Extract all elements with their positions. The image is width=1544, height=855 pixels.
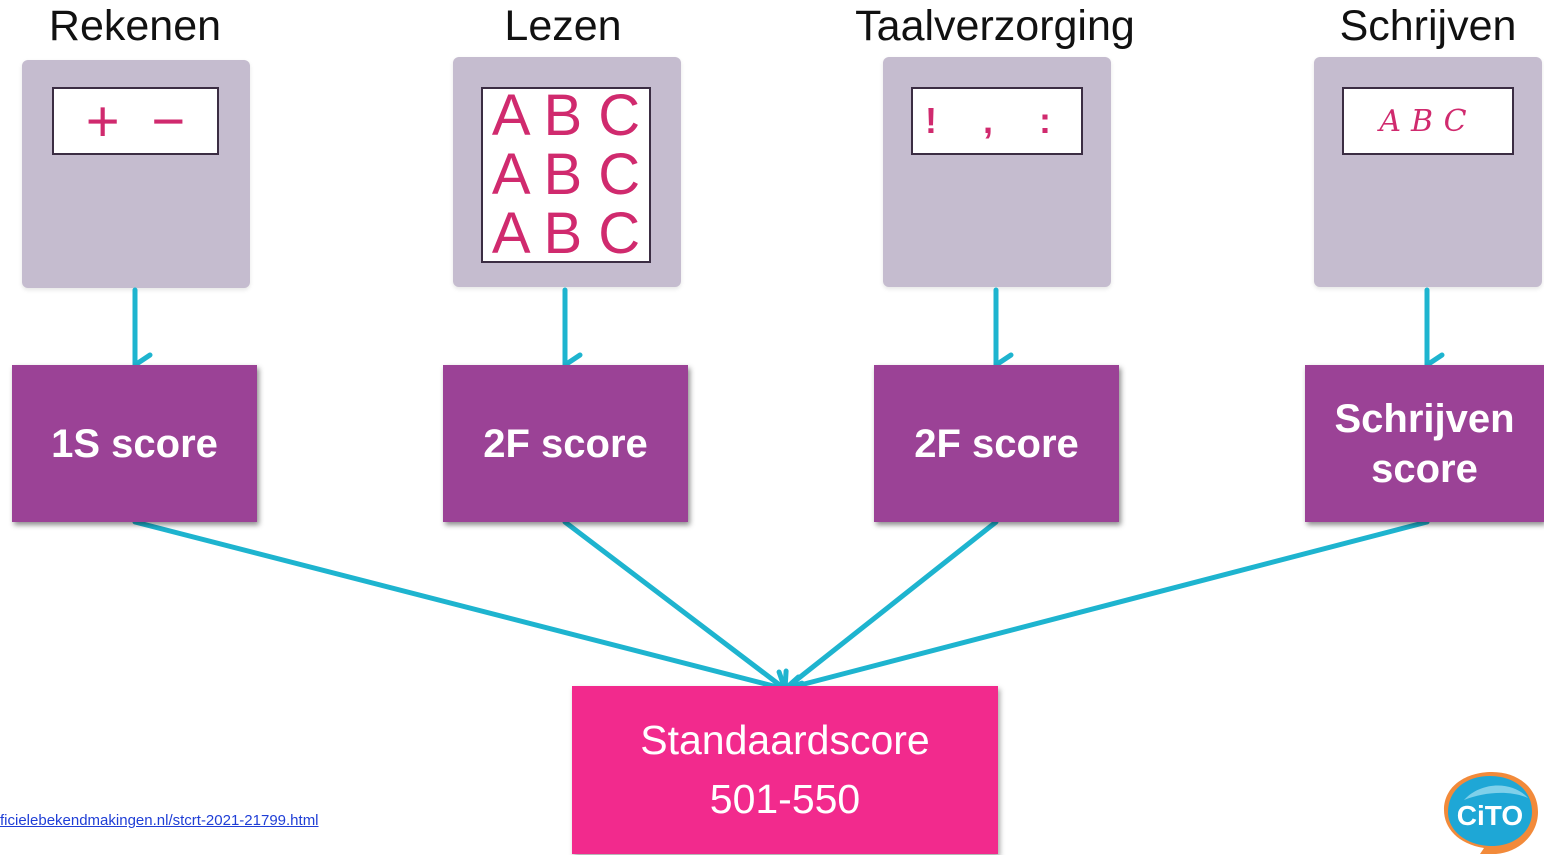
title-lezen: Lezen — [504, 2, 622, 50]
score-box-rekenen: 1S score — [12, 365, 257, 522]
abc-line: A B C — [491, 142, 641, 207]
arrow-1s-to-result — [132, 519, 801, 692]
score-label: 2F score — [483, 421, 648, 466]
plus-minus-icon: + − — [52, 87, 219, 155]
score-box-schrijven: Schrijven score — [1305, 365, 1544, 522]
title-rekenen: Rekenen — [48, 2, 222, 50]
arrow-2f-taal-to-result — [782, 519, 999, 710]
punctuation-icon: ! , : — [911, 87, 1083, 155]
abc-line: A B C — [491, 83, 641, 148]
handwriting-icon: ABC — [1342, 87, 1514, 155]
lezen-tile: A B C A B C A B C — [453, 57, 681, 287]
arrow-schrijven-to-result — [776, 519, 1430, 709]
score-label: 1S score — [51, 421, 218, 466]
score-box-taalverzorging: 2F score — [874, 365, 1119, 522]
title-taalverzorging: Taalverzorging — [855, 2, 1135, 50]
punctuation-glyphs: ! , : — [925, 100, 1069, 141]
score-label: 2F score — [914, 421, 1079, 466]
cito-logo: CiTO — [1444, 772, 1538, 854]
plus-glyph: + — [85, 88, 120, 154]
result-range: 501-550 — [709, 776, 861, 822]
schrijven-tile: ABC — [1314, 57, 1542, 287]
standaardscore-box: Standaardscore 501-550 — [572, 686, 998, 854]
score-label: Schrijven score — [1334, 396, 1515, 491]
minus-glyph: − — [151, 88, 186, 154]
logo-text: CiTO — [1457, 800, 1523, 831]
handwriting-glyphs: ABC — [1379, 103, 1477, 139]
title-schrijven: Schrijven — [1339, 2, 1517, 50]
rekenen-tile: + − — [22, 60, 250, 288]
score-box-lezen: 2F score — [443, 365, 688, 522]
taalverzorging-tile: ! , : — [883, 57, 1111, 287]
result-title: Standaardscore — [640, 716, 930, 763]
arrow-2f-lezen-to-result — [562, 519, 805, 692]
source-link[interactable]: ficielebekendmakingen.nl/stcrt-2021-2179… — [0, 812, 319, 829]
abc-text-icon: A B C A B C A B C — [481, 87, 651, 263]
abc-line: A B C — [491, 201, 641, 266]
